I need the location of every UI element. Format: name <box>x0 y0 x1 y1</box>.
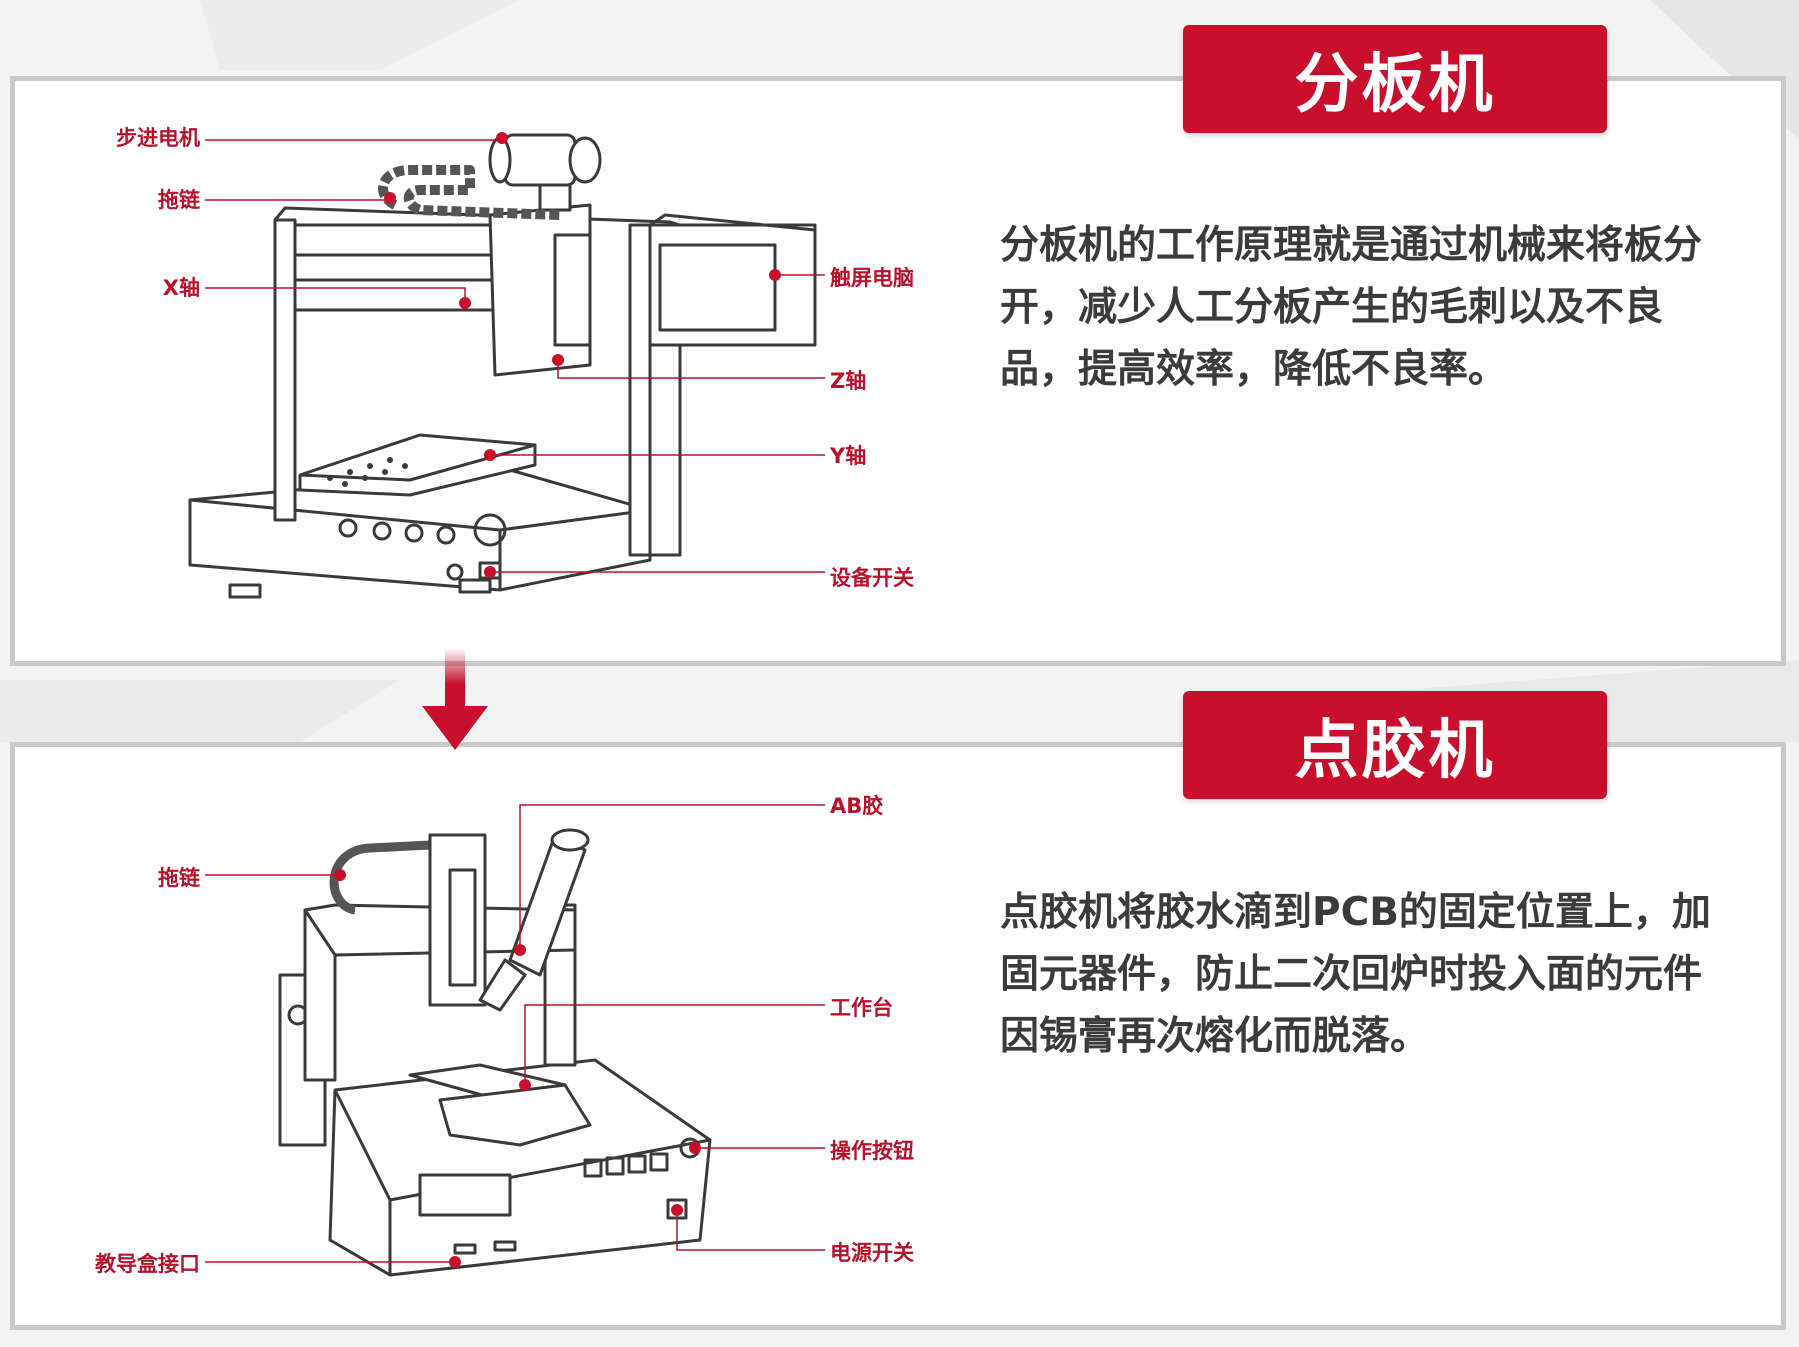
label-teach-port: 教导盒接口 <box>95 1252 200 1276</box>
label-stepper-motor: 步进电机 <box>116 126 200 150</box>
label-power-switch-1: 设备开关 <box>830 566 914 590</box>
label-drag-chain-1: 拖链 <box>158 188 200 212</box>
section1-title: 分板机 <box>1183 25 1607 133</box>
board-separator-drawing <box>188 133 817 599</box>
label-ab-glue: AB胶 <box>830 794 884 818</box>
label-x-axis: X轴 <box>162 276 200 300</box>
label-power-switch-2: 电源开关 <box>830 1241 914 1265</box>
label-y-axis: Y轴 <box>830 444 867 468</box>
down-arrow-icon <box>422 648 488 750</box>
label-workbench: 工作台 <box>830 996 893 1020</box>
label-z-axis: Z轴 <box>830 369 867 393</box>
label-touch-screen: 触屏电脑 <box>830 266 914 290</box>
section2-title: 点胶机 <box>1183 691 1607 799</box>
label-buttons: 操作按钮 <box>830 1139 914 1163</box>
label-drag-chain-2: 拖链 <box>158 866 200 890</box>
glue-dispenser-drawing <box>278 828 712 1277</box>
section2-description: 点胶机将胶水滴到PCB的固定位置上，加固元器件，防止二次回炉时投入面的元件因锡膏… <box>1000 890 1711 1059</box>
section1-description: 分板机的工作原理就是通过机械来将板分开，减少人工分板产生的毛刺以及不良品，提高效… <box>1000 223 1703 392</box>
